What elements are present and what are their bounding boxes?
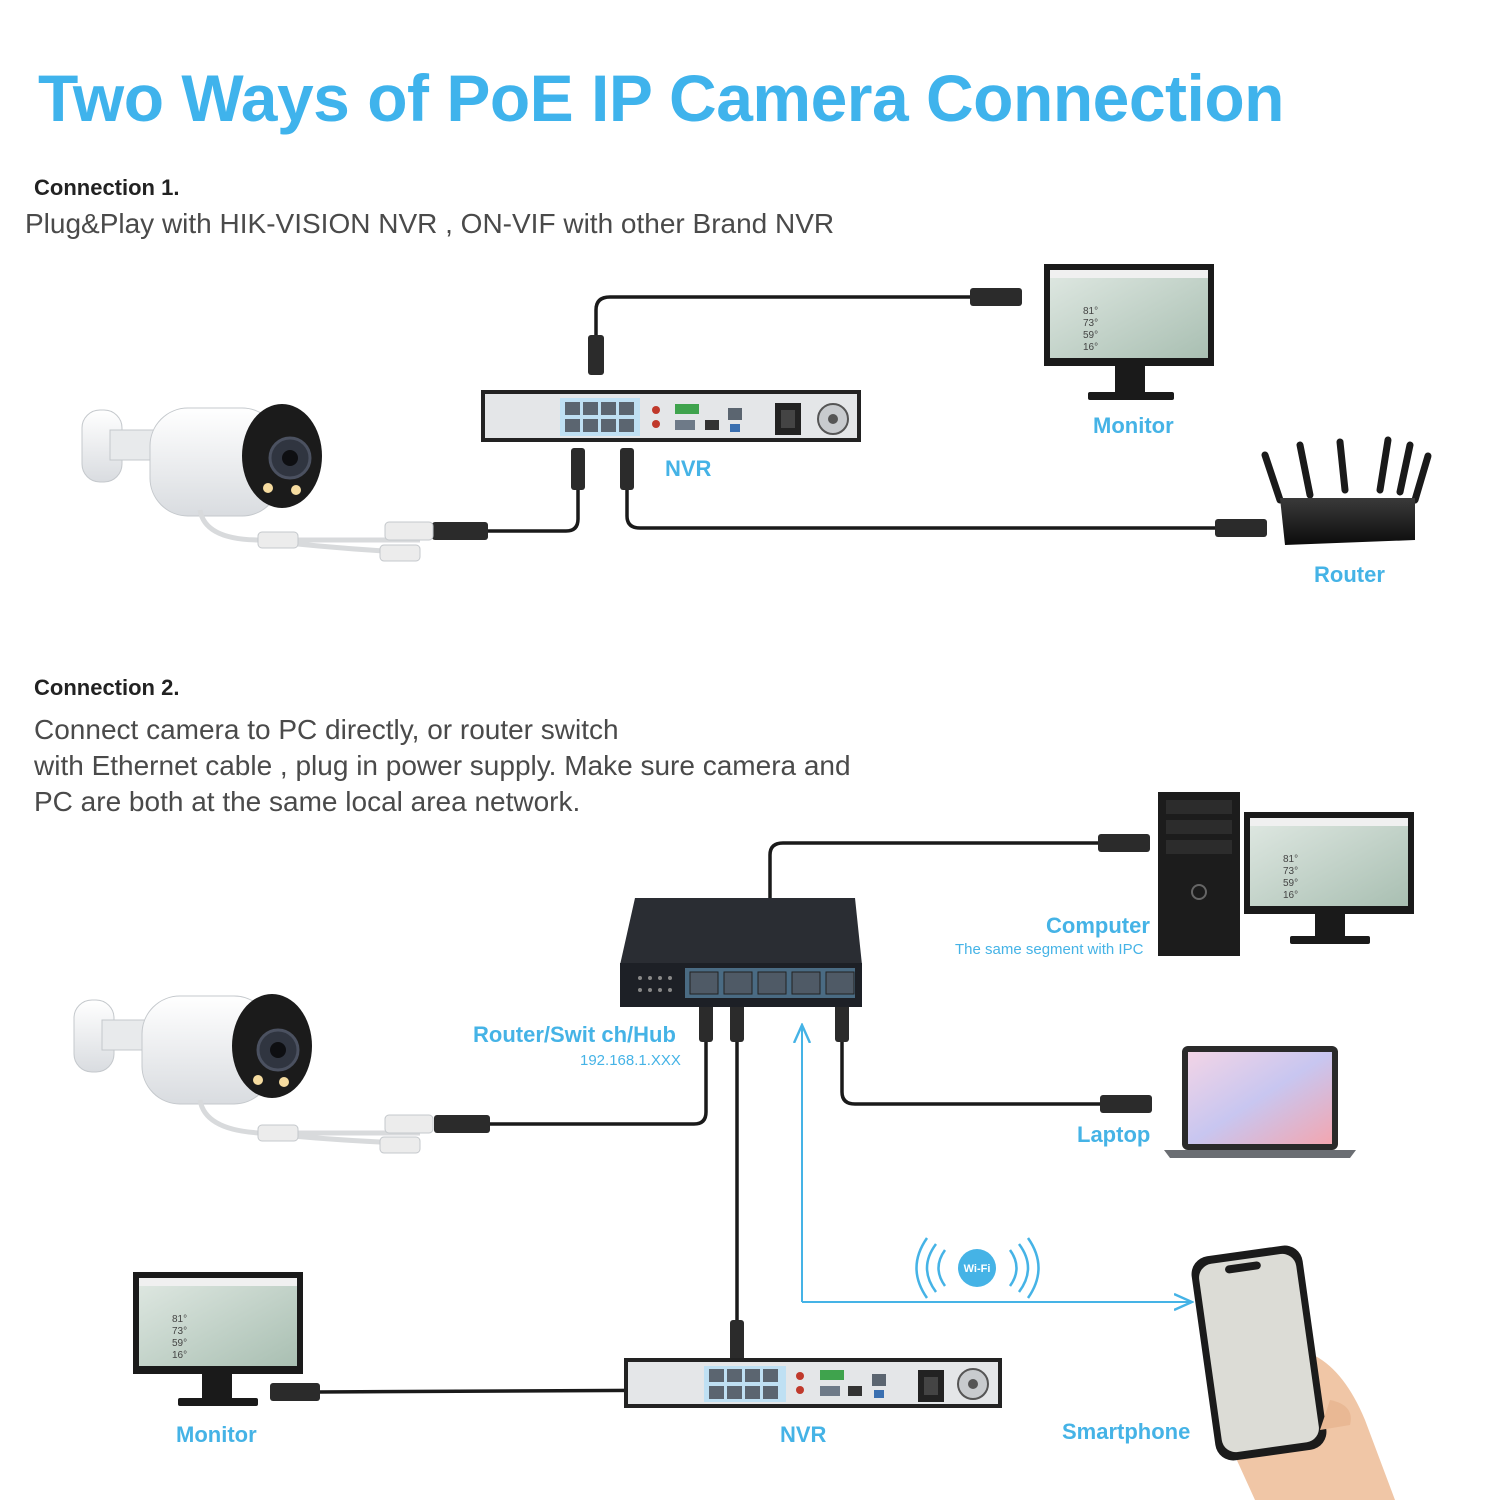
- smartphone-icon: [1191, 1245, 1395, 1500]
- monitor-reading: 81°: [1283, 854, 1298, 865]
- monitor-reading: 59°: [172, 1338, 187, 1349]
- cable-camera-switch: [488, 1032, 708, 1126]
- label-smartphone: Smartphone: [1062, 1419, 1191, 1444]
- cable-switch-laptop: [840, 1032, 1105, 1106]
- label-computer: Computer: [1046, 913, 1150, 938]
- connection2-description-line: Connect camera to PC directly, or router…: [34, 714, 619, 745]
- label-laptop: Laptop: [1077, 1122, 1151, 1147]
- page-title: Two Ways of PoE IP Camera Connection: [38, 61, 1285, 135]
- nvr-recorder-icon: [481, 390, 861, 442]
- nvr-recorder-icon: [624, 1358, 1002, 1408]
- wifi-icon: Wi-Fi: [915, 1237, 1040, 1299]
- label-switch-ip: 192.168.1.XXX: [580, 1052, 681, 1069]
- connection2-description: Connect camera to PC directly, or router…: [34, 712, 851, 820]
- monitor-icon: 81° 73° 59° 16°: [133, 1272, 303, 1406]
- label-monitor: Monitor: [1093, 413, 1174, 438]
- bullet-camera-icon: [81, 404, 434, 562]
- connection2-description-line: with Ethernet cable , plug in power supp…: [34, 750, 851, 781]
- monitor-reading: 16°: [1283, 890, 1298, 901]
- cable-camera-nvr: [485, 470, 580, 533]
- router-icon: [1261, 436, 1432, 545]
- monitor-reading: 81°: [172, 1314, 187, 1325]
- poe-switch-icon: [620, 898, 862, 1007]
- label-monitor-2: Monitor: [176, 1422, 257, 1447]
- connection2-heading: Connection 2.: [34, 675, 180, 700]
- connection1-connectors: [432, 288, 1267, 540]
- monitor-reading: 73°: [172, 1326, 187, 1337]
- monitor-reading: 16°: [1083, 342, 1098, 353]
- connection2-cables: [317, 841, 1105, 1394]
- cable-switch-computer: [768, 841, 1100, 935]
- wifi-link: [802, 1025, 1192, 1302]
- connection1-heading: Connection 1.: [34, 175, 180, 200]
- label-nvr: NVR: [665, 456, 712, 481]
- label-router: Router: [1314, 562, 1385, 587]
- monitor-icon: 81° 73° 59° 16°: [1244, 812, 1414, 944]
- monitor-reading: 59°: [1283, 878, 1298, 889]
- monitor-reading: 59°: [1083, 330, 1098, 341]
- connection2-description-line: PC are both at the same local area netwo…: [34, 786, 581, 817]
- bullet-camera-icon: [73, 994, 434, 1154]
- cable-nvr-router: [625, 470, 1220, 530]
- connection1-cables: [485, 295, 1220, 533]
- monitor-reading: 81°: [1083, 306, 1098, 317]
- desktop-tower-icon: [1158, 792, 1240, 956]
- label-computer-note: The same segment with IPC: [955, 941, 1144, 958]
- monitor-reading: 73°: [1283, 866, 1298, 877]
- monitor-reading: 73°: [1083, 318, 1098, 329]
- connection1-description: Plug&Play with HIK-VISION NVR , ON-VIF w…: [25, 208, 835, 239]
- label-switch: Router/Swit ch/Hub: [473, 1022, 676, 1047]
- laptop-icon: [1164, 1046, 1356, 1158]
- wifi-label: Wi-Fi: [964, 1263, 991, 1275]
- cable-nvr-monitor: [594, 295, 975, 370]
- monitor-reading: 16°: [172, 1350, 187, 1361]
- label-nvr-2: NVR: [780, 1422, 827, 1447]
- monitor-icon: 81° 73° 59° 16°: [1044, 264, 1214, 400]
